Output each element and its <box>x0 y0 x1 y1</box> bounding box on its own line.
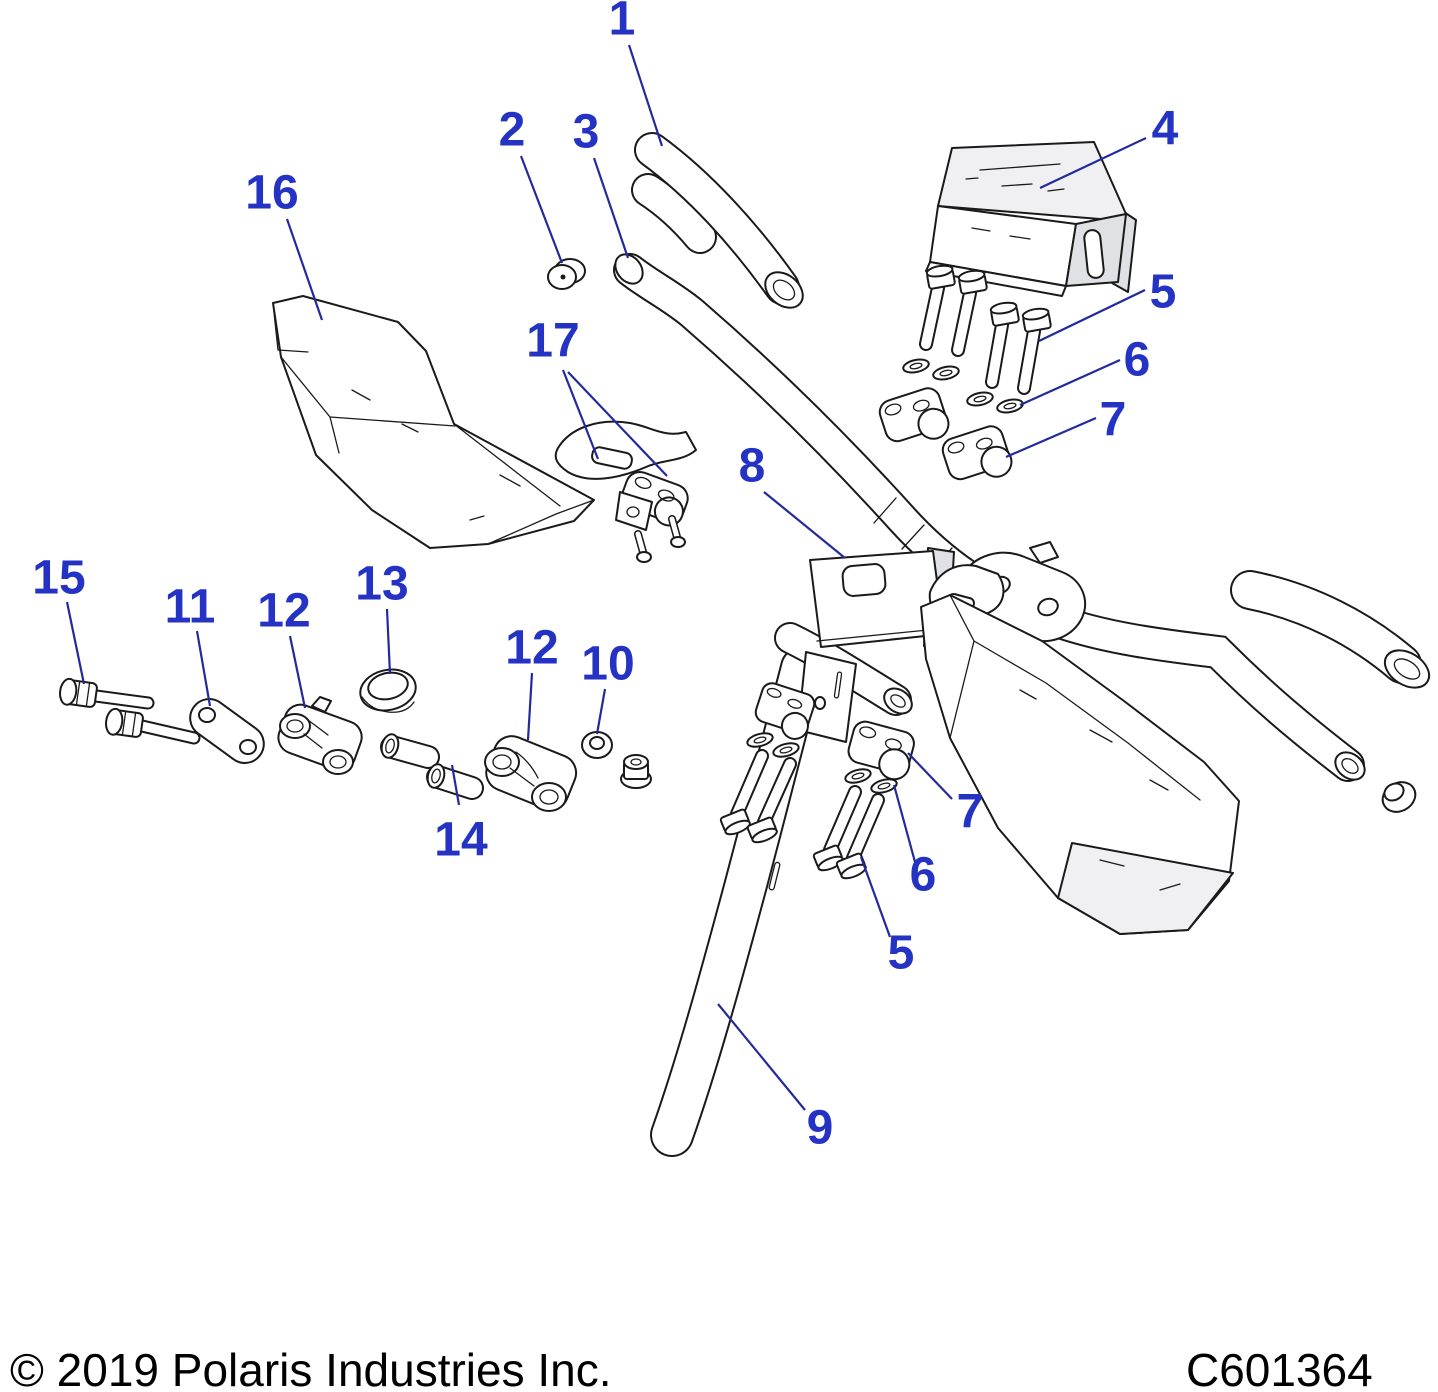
leader-line-washer <box>595 688 607 735</box>
callout-17-guard-mount-bracket: 17 <box>526 315 579 368</box>
handlebar-grip <box>631 132 804 309</box>
flange-nut <box>620 754 652 789</box>
leader-line-bar-end-plug <box>519 155 564 264</box>
spacer-tubes <box>380 733 484 800</box>
bushing-ring <box>359 668 417 713</box>
copyright-text: © 2019 Polaris Industries Inc. <box>10 1344 612 1392</box>
leader-line-link-plate <box>195 630 212 707</box>
grip-end-cap <box>1381 781 1417 813</box>
callout-1-handlebar-grip: 1 <box>609 0 636 46</box>
leader-line-handguard-left <box>285 218 324 321</box>
leader-line-washers-lower <box>892 784 917 863</box>
callout-10-washer: 10 <box>581 638 634 691</box>
callout-3-handlebar-left-end: 3 <box>573 106 600 159</box>
bar-end-plug <box>547 258 586 290</box>
callout-12-clamp-body-right: 12 <box>505 622 558 675</box>
callout-5-clamp-bolts-upper: 5 <box>1150 266 1177 319</box>
leader-line-flange-bolt <box>65 601 86 685</box>
callout-9-steering-post: 9 <box>807 1102 834 1155</box>
washers-lower-left <box>746 732 800 758</box>
leader-line-clamp-blocks-upper <box>1005 416 1097 459</box>
callout-14-spacer-tubes: 14 <box>434 814 488 867</box>
callout-6-washers-lower: 6 <box>910 849 937 902</box>
leader-line-handlebar-grip <box>627 44 664 147</box>
callout-12-clamp-body-left: 12 <box>257 585 310 638</box>
callout-15-flange-bolt: 15 <box>32 552 85 605</box>
washers-upper <box>902 358 1024 414</box>
leader-line-spacer-tubes <box>450 764 461 806</box>
callout-8-clamp-plate: 8 <box>739 440 766 493</box>
clamp-block-lower-left <box>754 682 816 740</box>
right-grip <box>1230 570 1431 689</box>
leader-line-clamp-block-lower <box>907 752 953 800</box>
callout-13-bushing-ring: 13 <box>355 558 408 611</box>
callout-11-link-plate: 11 <box>165 581 216 634</box>
clamp-blocks-upper <box>878 387 1013 481</box>
clamp-bolts-lower <box>812 785 885 880</box>
footer: © 2019 Polaris Industries Inc. C601364 <box>10 1344 1373 1392</box>
leader-line-bushing-ring <box>385 608 392 675</box>
leader-line-clamp-bolts-lower <box>859 856 892 938</box>
display-pod <box>925 141 1137 297</box>
clamp-body-left <box>277 696 363 775</box>
drawing-number: C601364 <box>1186 1344 1373 1392</box>
callout-2-bar-end-plug: 2 <box>499 104 526 157</box>
leader-line-clamp-body-left <box>288 635 307 709</box>
washer <box>581 731 613 759</box>
leader-line-handlebar-left-end <box>592 157 630 259</box>
callout-7-clamp-block-lower: 7 <box>957 786 984 839</box>
handguard-right <box>920 564 1240 935</box>
handguard-left <box>272 295 595 549</box>
callout-16-handguard-left: 16 <box>245 167 298 220</box>
leader-line-washers-upper <box>1019 358 1121 407</box>
callout-5-clamp-bolts-lower: 5 <box>888 927 915 980</box>
leader-line-guard-mount-bracket <box>561 369 600 460</box>
washers-lower <box>844 768 898 794</box>
leader-line-clamp-body-right <box>526 672 534 741</box>
leader-line-steering-post <box>717 1003 806 1111</box>
leader-line-clamp-plate <box>763 491 846 559</box>
leader-line-clamp-bolts-upper <box>1038 289 1146 342</box>
callout-4-display-pod: 4 <box>1152 103 1179 156</box>
callout-7-clamp-blocks-upper: 7 <box>1100 394 1127 447</box>
leader-line-guard-mount-bracket <box>567 371 668 477</box>
callout-6-washers-upper: 6 <box>1124 334 1151 387</box>
leader-line-display-pod <box>1039 137 1147 189</box>
flange-bolt <box>59 677 201 745</box>
link-plate <box>189 698 265 764</box>
clamp-block-lower <box>847 720 915 781</box>
guard-mount-bracket <box>554 420 697 563</box>
clamp-bolts-upper <box>919 264 1052 395</box>
clamp-body-right <box>484 735 578 812</box>
bolts-lower-left <box>719 749 797 844</box>
